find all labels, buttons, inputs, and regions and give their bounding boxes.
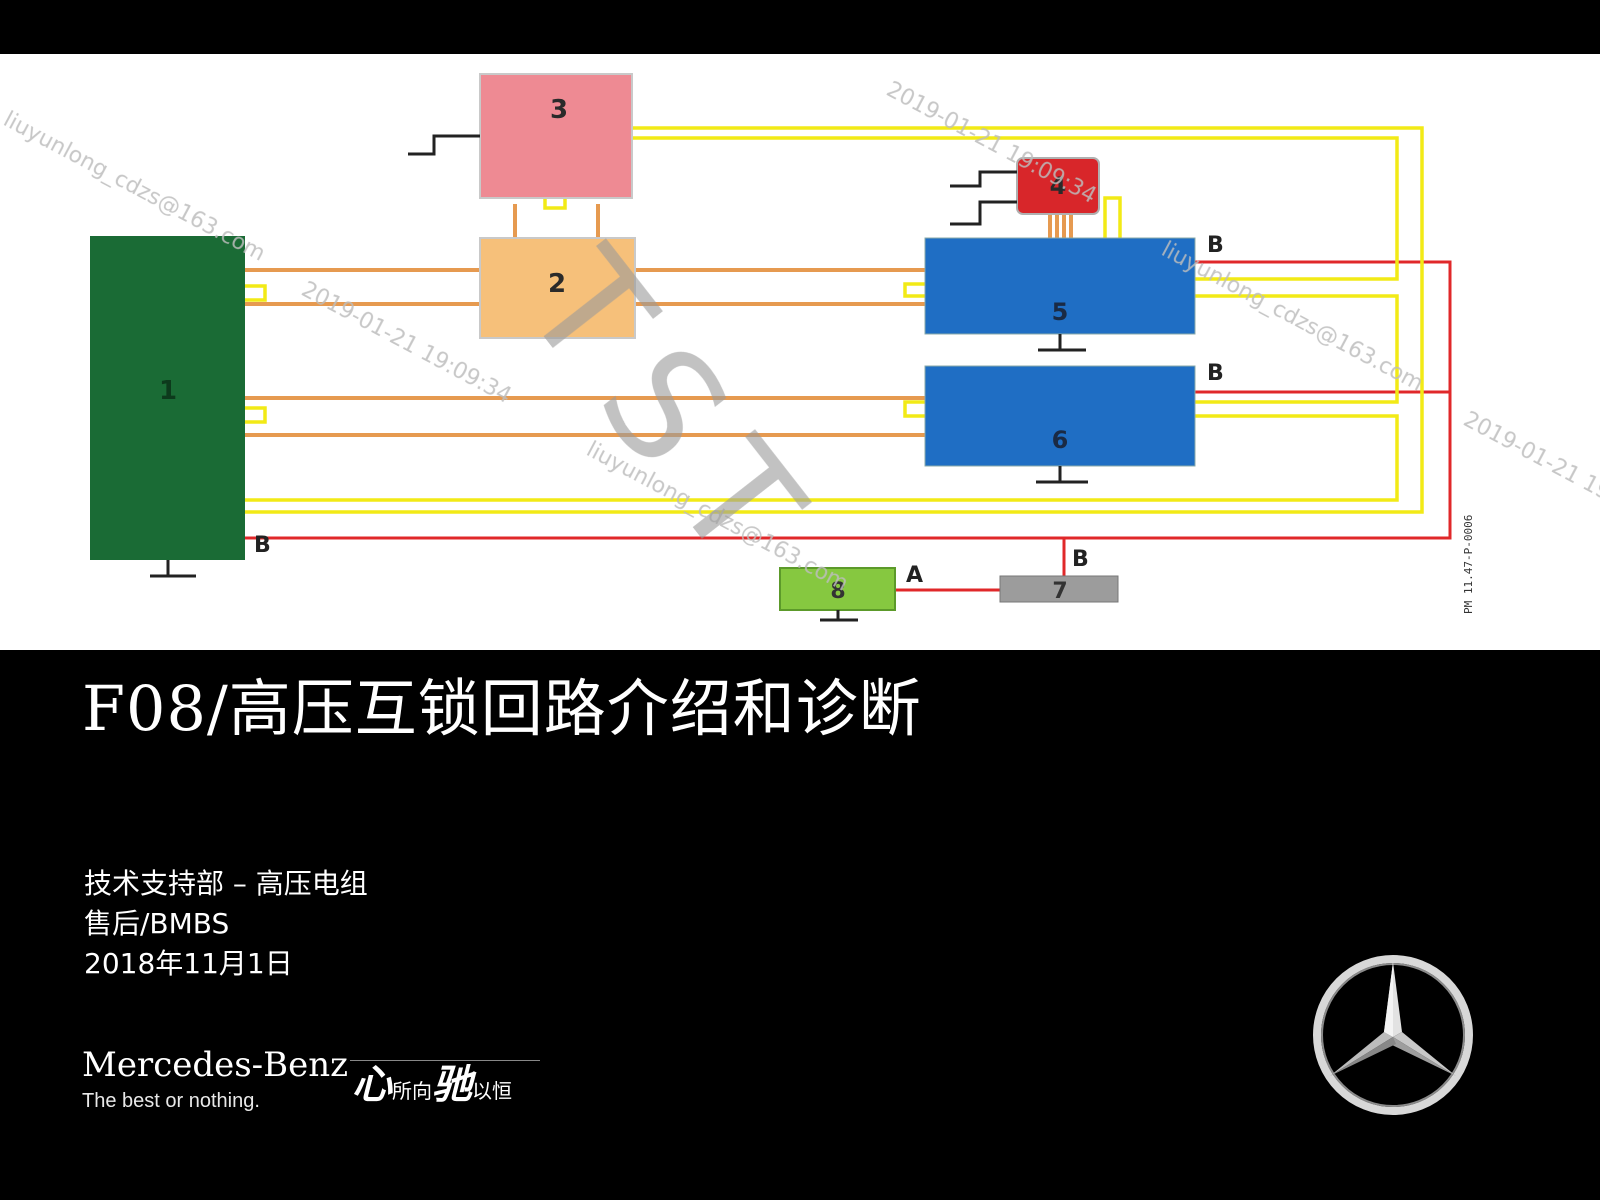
slide-meta: 技术支持部 – 高压电组 售后/BMBS 2018年11月1日: [84, 864, 368, 984]
watermark-time-3: 2019-01-21 19:09:34: [1459, 407, 1600, 539]
brand-tagline: The best or nothing.: [82, 1090, 260, 1112]
component-8: 8 A: [779, 563, 923, 622]
component-5-label: 5: [1052, 298, 1069, 326]
terminal-b-6: B: [1207, 361, 1224, 386]
terminal-b-5: B: [1207, 233, 1224, 258]
terminal-b-1: B: [254, 533, 271, 558]
component-1: 1 B: [90, 236, 271, 578]
brand-block: Mercedes-Benz The best or nothing.: [82, 1048, 348, 1113]
slogan-underline: [350, 1060, 540, 1061]
slogan-big-2: 驰: [432, 1061, 472, 1108]
component-3-label: 3: [550, 95, 568, 125]
slogan-big-1: 心: [352, 1061, 392, 1108]
component-8-label: 8: [830, 579, 845, 604]
component-5: 5 B: [924, 233, 1224, 352]
terminal-a-8: A: [906, 563, 923, 588]
twelve-volt-wires: [245, 260, 1452, 592]
component-2: 2: [479, 237, 636, 339]
component-4-label: 4: [1050, 172, 1067, 200]
wiring-diagram-svg: 3 2 1 B 4 5 B 6 B 7 B 8: [0, 73, 1600, 622]
component-6-label: 6: [1052, 426, 1069, 454]
slogan-small-2: 以恒: [472, 1079, 512, 1103]
component-1-label: 1: [159, 376, 177, 406]
component-6: 6 B: [924, 361, 1224, 484]
component-2-label: 2: [548, 269, 566, 299]
brand-name: Mercedes-Benz: [82, 1045, 349, 1085]
component-7: 7 B: [999, 547, 1119, 604]
date-text: 2018年11月1日: [84, 947, 293, 980]
ref-code: PM 11.47-P-0006: [1462, 515, 1475, 614]
wiring-diagram: 3 2 1 B 4 5 B 6 B 7 B 8: [0, 54, 1600, 650]
brand-slogan: 心所向驰以恒: [352, 1052, 512, 1110]
slide-title: F08/高压互锁回路介绍和诊断: [82, 672, 922, 745]
component-3: 3: [408, 73, 633, 199]
slogan-small-1: 所向: [392, 1079, 432, 1103]
component-4: 4: [950, 157, 1100, 226]
watermark-time-2: 2019-01-21 19:09:34: [882, 77, 1100, 209]
component-7-label: 7: [1052, 579, 1067, 604]
terminal-b-7: B: [1072, 547, 1089, 572]
three-pointed-star-icon: [1313, 955, 1473, 1115]
hv-wires: [245, 204, 1073, 437]
department-text: 技术支持部 – 高压电组: [84, 867, 368, 900]
division-text: 售后/BMBS: [84, 907, 230, 940]
